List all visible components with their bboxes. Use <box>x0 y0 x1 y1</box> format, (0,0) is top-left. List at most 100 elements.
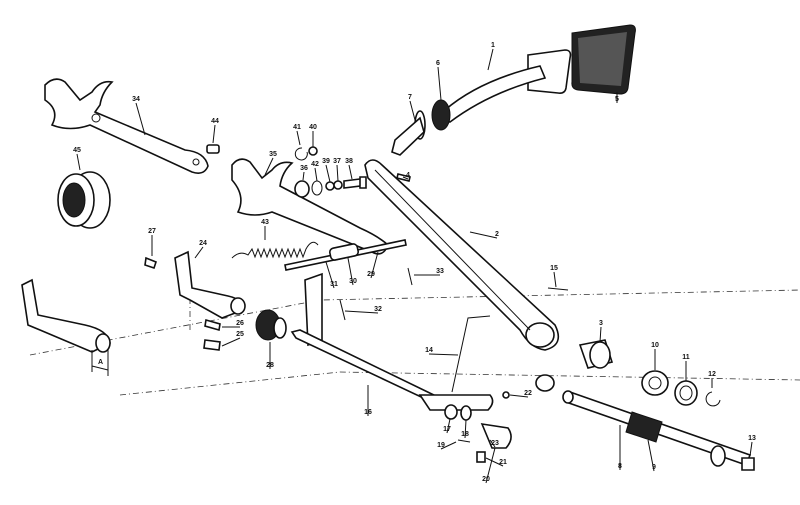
plug <box>535 374 555 392</box>
leader-line <box>428 353 459 356</box>
dimension-a-lines <box>91 350 109 376</box>
part-number-label: 2 <box>495 231 499 238</box>
washer-18 <box>460 405 472 421</box>
bolt-44 <box>206 144 220 154</box>
part-number-label: 28 <box>266 362 274 369</box>
part-number-label: 45 <box>73 147 81 154</box>
leader-line <box>296 130 301 146</box>
spring-9 <box>625 411 663 443</box>
part-number-label: 11 <box>682 354 690 361</box>
leader-line <box>402 176 409 180</box>
bolt-26 <box>204 318 221 332</box>
part-number-label: 43 <box>261 219 269 226</box>
leader-line <box>485 457 504 467</box>
part-number-label: 29 <box>367 271 375 278</box>
part-number-label: 39 <box>322 158 330 165</box>
leader-line <box>264 157 274 176</box>
part-number-label: 7 <box>408 94 412 101</box>
leader-line <box>749 441 753 457</box>
part-number-label: 1 <box>491 42 495 49</box>
part-number-label: 8 <box>618 463 622 470</box>
leader-line <box>348 164 353 180</box>
pedal-rubber-boot <box>431 99 451 131</box>
pin-33 <box>407 267 413 286</box>
part-number-label: 6 <box>436 60 440 67</box>
part-number-label: 21 <box>499 459 507 466</box>
part-number-label: 23 <box>491 440 499 447</box>
part-number-label: 18 <box>461 431 469 438</box>
part-number-label: 14 <box>425 347 433 354</box>
nut-40 <box>308 146 318 156</box>
leader-line <box>347 257 354 286</box>
leader-line <box>409 100 416 121</box>
bolt-25 <box>203 339 221 351</box>
leader-line <box>212 124 216 144</box>
leader-line <box>194 246 204 259</box>
bolt-21 <box>476 451 486 463</box>
leader-line <box>76 153 81 171</box>
reference-line <box>119 371 800 396</box>
part-number-label: 32 <box>374 306 382 313</box>
part-number-label: 27 <box>148 228 156 235</box>
part-number-label: 9 <box>652 464 656 471</box>
release-bearing <box>57 171 111 229</box>
release-fork-34 <box>44 78 209 174</box>
pedal-lever <box>364 159 560 351</box>
pedal-stem <box>391 110 426 156</box>
washer-39 <box>325 181 335 191</box>
clip-41 <box>294 147 308 161</box>
leader-line <box>325 261 335 289</box>
leader-line <box>485 447 496 484</box>
leader-line <box>553 271 557 288</box>
nut-13 <box>741 457 755 471</box>
leader-line <box>464 419 467 439</box>
leader-line <box>302 171 305 181</box>
washer-17 <box>444 404 458 420</box>
part-number-label: 35 <box>269 151 277 158</box>
leader-line <box>647 439 655 472</box>
circlip-12 <box>705 391 721 407</box>
part-number-label: 3 <box>599 320 603 327</box>
leader-line <box>440 441 457 450</box>
part-number-label: 44 <box>211 118 219 125</box>
part-number-label: 24 <box>199 240 207 247</box>
return-spring <box>231 241 319 259</box>
ring-42 <box>311 180 323 196</box>
pin-32 <box>339 299 346 321</box>
cross-shaft-16 <box>290 329 442 406</box>
pedal-pad-rubber <box>571 24 636 95</box>
part-number-label: 31 <box>330 281 338 288</box>
part-number-label: 25 <box>236 331 244 338</box>
part-number-label: 26 <box>236 320 244 327</box>
release-fork-35 <box>231 158 389 255</box>
leader-line <box>325 164 331 183</box>
leader-line <box>487 48 494 71</box>
part-number-label: 30 <box>349 278 357 285</box>
leader-line <box>221 337 241 347</box>
reference-line <box>29 289 800 356</box>
part-number-label: 34 <box>132 96 140 103</box>
part-number-label: 17 <box>443 426 451 433</box>
part-number-label: 5 <box>615 96 619 103</box>
leader-line <box>314 167 318 182</box>
leader-line <box>437 66 442 101</box>
bracket-left <box>21 278 111 353</box>
part-number-label: 37 <box>333 158 341 165</box>
pedal-arm <box>438 49 572 123</box>
dimension-label: A <box>98 359 103 366</box>
part-number-label: 33 <box>436 268 444 275</box>
clevis-20 <box>480 422 512 449</box>
part-number-label: 13 <box>748 435 756 442</box>
link-rod-14 <box>451 315 491 393</box>
adjuster-30 <box>329 243 359 261</box>
part-number-label: 36 <box>300 165 308 172</box>
leader-line <box>135 102 146 136</box>
leader-line <box>509 394 529 398</box>
bolt-38 <box>343 176 367 189</box>
nut-22 <box>502 391 510 399</box>
part-number-label: 15 <box>550 265 558 272</box>
part-number-label: 16 <box>364 409 372 416</box>
leader-line <box>370 251 379 279</box>
